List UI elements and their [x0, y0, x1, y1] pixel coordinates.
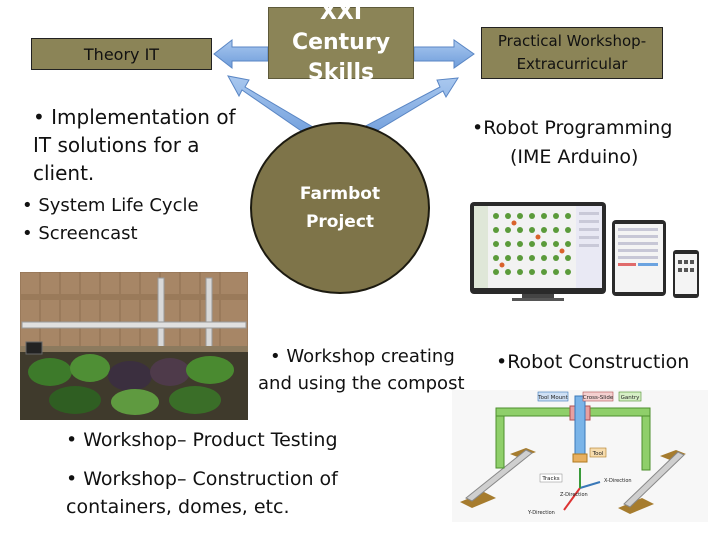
robot-programming-l1: •Robot Programming [472, 117, 673, 139]
label-tool: Tool [592, 451, 604, 457]
theory-it-box: Theory IT [31, 38, 212, 70]
bullet-implementation: • Implementation of IT solutions for a c… [33, 103, 236, 187]
label-z-direction: Z-Direction [560, 492, 588, 498]
farmbot-hub-line2: Project [305, 212, 375, 232]
construction-l1: • Workshop– Construction of [66, 468, 338, 490]
century-skills-box: XXI Century Skills [268, 0, 414, 85]
label-tool-mount: Tool Mount [537, 395, 569, 401]
bullet-robot-programming: •Robot Programming (IME Arduino) [472, 114, 672, 172]
compost-l2: and using the compost [258, 373, 465, 394]
bullet-compost-workshop: • Workshop creating and using the compos… [258, 343, 465, 397]
practical-workshop-line2: Extracurricular [516, 55, 628, 73]
arrow-to-theory [213, 38, 269, 70]
label-tracks: Tracks [541, 476, 559, 482]
garden-bed-photo [20, 272, 248, 420]
practical-workshop-line1: Practical Workshop- [497, 32, 647, 50]
bullet-screencast: • Screencast [22, 223, 138, 244]
label-cross-slide: Cross-Slide [583, 395, 614, 401]
label-gantry: Gantry [621, 395, 641, 401]
arrow-to-practical [413, 39, 475, 69]
bullet-system-life-cycle: • System Life Cycle [22, 195, 199, 216]
label-y-direction: Y-Direction [527, 510, 555, 516]
farmbot-app-devices-image [470, 202, 699, 301]
bullet-implementation-l2: IT solutions for a [33, 133, 200, 157]
compost-l1: • Workshop creating [270, 346, 455, 367]
practical-workshop-box: Practical Workshop- Extracurricular [481, 27, 663, 79]
farmbot-hub: Farmbot Project [250, 122, 430, 294]
bullet-implementation-l3: client. [33, 161, 95, 185]
robot-programming-l2: (IME Arduino) [510, 146, 639, 168]
farmbot-hub-line1: Farmbot [299, 184, 381, 204]
label-x-direction: X-Direction [604, 478, 632, 484]
gantry-diagram: Tool Mount Cross-Slide Gantry Tool Track… [452, 390, 708, 522]
bullet-product-testing: • Workshop– Product Testing [66, 429, 338, 451]
century-skills-title: XXI Century Skills [291, 0, 391, 85]
construction-l2: containers, domes, etc. [66, 496, 290, 518]
bullet-construction: • Workshop– Construction of containers, … [66, 465, 338, 521]
bullet-implementation-l1: • Implementation of [33, 105, 236, 129]
theory-it-label: Theory IT [83, 44, 160, 64]
bullet-robot-construction: •Robot Construction [496, 351, 690, 373]
